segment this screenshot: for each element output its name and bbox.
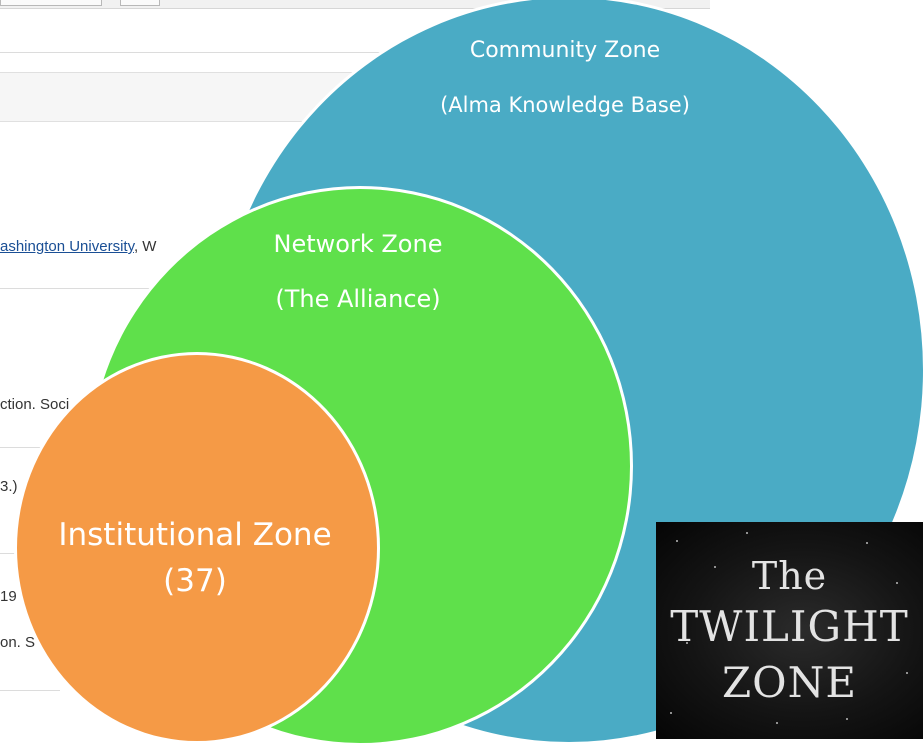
- toolbar-button[interactable]: [120, 0, 160, 6]
- divider: [0, 52, 520, 53]
- divider: [0, 690, 60, 691]
- logo-line-zone: ZONE: [721, 658, 858, 707]
- star-dot: [776, 722, 778, 724]
- star-dot: [846, 718, 848, 720]
- network-zone-title: Network Zone: [273, 230, 443, 258]
- record-text-2: 3.): [0, 478, 18, 495]
- community-zone-subtitle: (Alma Knowledge Base): [440, 93, 690, 117]
- institutional-zone-title: Institutional Zone (37): [58, 517, 332, 599]
- star-dot: [670, 712, 672, 714]
- record-author-line: ashington University, W: [0, 238, 156, 255]
- network-zone-subtitle: (The Alliance): [275, 285, 441, 313]
- star-dot: [686, 642, 688, 644]
- browser-toolbar: [0, 0, 710, 9]
- twilight-zone-logo: The TWILIGHT ZONE: [656, 522, 923, 739]
- star-dot: [896, 582, 898, 584]
- author-separator: , W: [133, 238, 157, 255]
- record-text-3: 19: [0, 588, 17, 605]
- star-dot: [714, 566, 716, 568]
- star-dot: [746, 532, 748, 534]
- record-text-4: on. S: [0, 634, 36, 651]
- star-dot: [676, 540, 678, 542]
- record-text-1: ction. Soci: [0, 396, 70, 413]
- logo-line-the: The: [751, 554, 828, 598]
- community-zone-title: Community Zone: [469, 38, 661, 63]
- university-link[interactable]: ashington University: [0, 238, 134, 255]
- star-dot: [866, 542, 868, 544]
- toolbar-field[interactable]: [0, 0, 102, 6]
- star-dot: [906, 672, 908, 674]
- logo-line-twilight: TWILIGHT: [670, 602, 909, 651]
